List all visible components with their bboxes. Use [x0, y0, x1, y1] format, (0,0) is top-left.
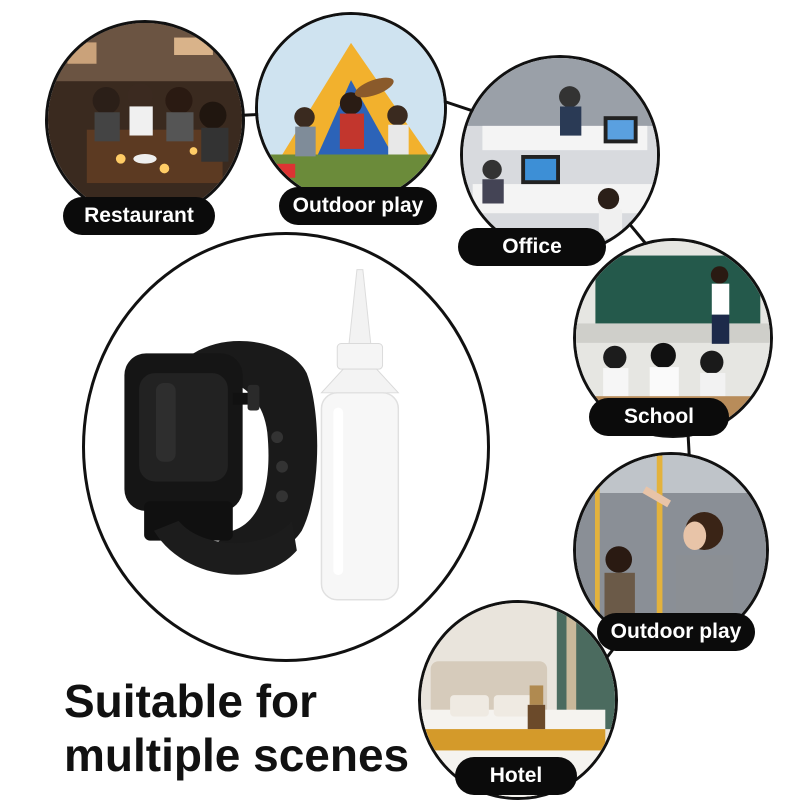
liquid-bottle-image — [320, 269, 400, 601]
scene-label-outdoor-play: Outdoor play — [279, 187, 437, 225]
product-showcase-circle — [82, 232, 490, 662]
headline-line-1: Suitable for — [64, 675, 318, 727]
scene-office-photo — [460, 55, 660, 255]
scene-label-outdoor-play-2: Outdoor play — [597, 613, 755, 651]
wristband-device-image — [124, 340, 318, 575]
headline: Suitable for multiple scenes — [64, 674, 424, 782]
scene-label-office: Office — [458, 228, 606, 266]
headline-line-2: multiple scenes — [64, 729, 410, 781]
scene-outdoor-play-photo — [255, 12, 447, 204]
scene-label-school: School — [589, 398, 729, 436]
scene-label-hotel: Hotel — [455, 757, 577, 795]
scene-label-restaurant: Restaurant — [63, 197, 215, 235]
scene-restaurant-photo — [45, 20, 245, 220]
